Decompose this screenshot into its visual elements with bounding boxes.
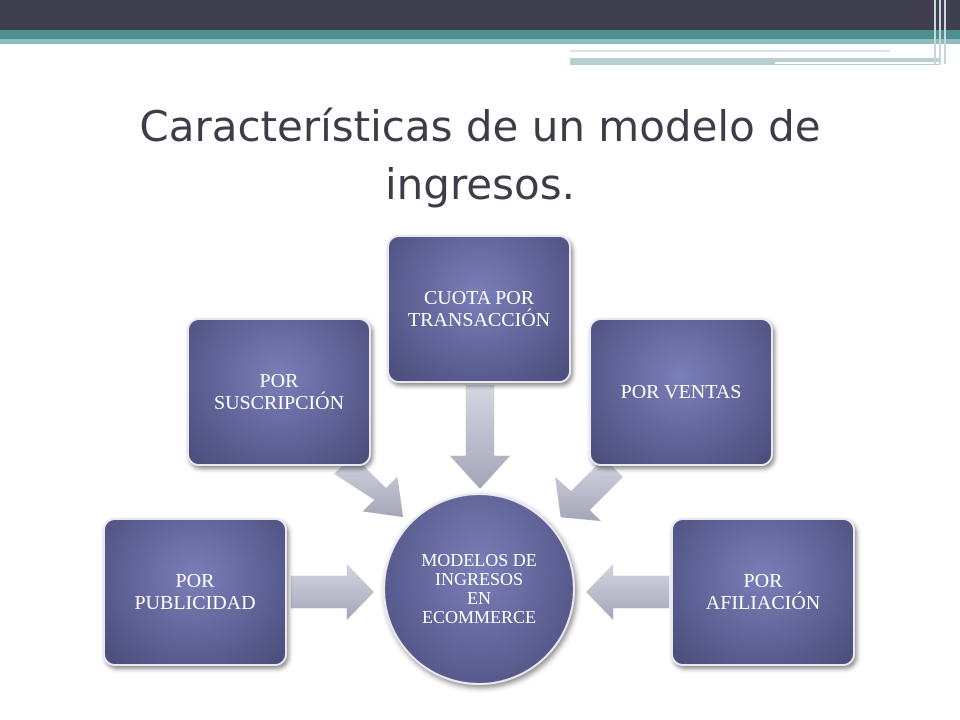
node-cuota-por-transaccion: CUOTA POR TRANSACCIÓN	[387, 235, 571, 383]
arrow-left-icon	[583, 560, 671, 624]
node-por-ventas: POR VENTAS	[589, 318, 773, 466]
node-label: POR VENTAS	[620, 381, 742, 403]
accent-stripe	[0, 30, 960, 39]
accent-stripe-light	[0, 39, 960, 44]
center-node-label: MODELOS DE INGRESOS EN ECOMMERCE	[421, 550, 537, 627]
header-bar	[0, 0, 960, 30]
arrow-diagonal-left-icon	[552, 455, 626, 523]
arrow-down-icon	[446, 383, 514, 492]
node-por-suscripcion: POR SUSCRIPCIÓN	[187, 318, 371, 466]
decorative-line	[570, 50, 890, 52]
center-node-modelos-de-ingresos: MODELOS DE INGRESOS EN ECOMMERCE	[383, 493, 575, 685]
node-label: POR PUBLICIDAD	[134, 570, 256, 614]
slide-title: Características de un modelo de ingresos…	[139, 102, 821, 209]
decorative-vertical-bars	[934, 0, 950, 64]
node-por-afiliacion: POR AFILIACIÓN	[671, 518, 855, 666]
decorative-line	[570, 58, 940, 65]
arrow-right-icon	[289, 560, 377, 624]
node-label: POR SUSCRIPCIÓN	[213, 370, 345, 414]
node-label: CUOTA POR TRANSACCIÓN	[407, 287, 551, 331]
node-label: POR AFILIACIÓN	[705, 570, 821, 614]
decorative-line	[775, 62, 940, 64]
node-por-publicidad: POR PUBLICIDAD	[103, 518, 287, 666]
